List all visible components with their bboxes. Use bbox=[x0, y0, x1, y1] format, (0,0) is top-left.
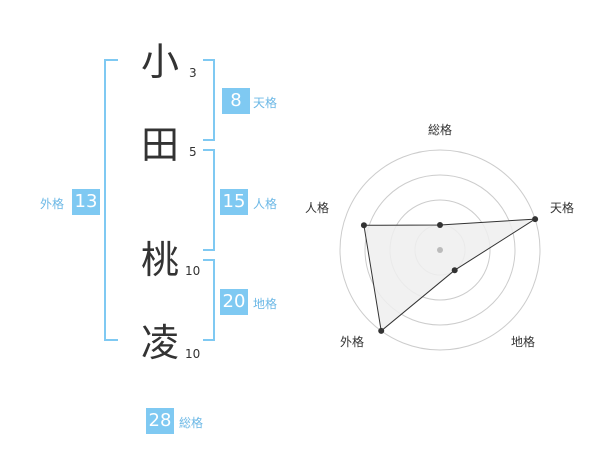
name-char-1: 小 bbox=[140, 40, 179, 84]
name-char-3: 桃 bbox=[140, 238, 179, 282]
gaikaku-value: 13 bbox=[72, 189, 100, 215]
axis-label-chikaku: 地格 bbox=[511, 334, 535, 349]
stroke-count-2: 5 bbox=[189, 145, 197, 159]
stroke-count-3: 10 bbox=[185, 264, 201, 278]
radar-points bbox=[360, 216, 539, 334]
axis-label-jinkaku: 人格 bbox=[305, 200, 329, 215]
stroke-count-1: 3 bbox=[189, 66, 197, 80]
tenkaku-value: 8 bbox=[222, 88, 250, 114]
tenkaku-label: 天格 bbox=[253, 96, 278, 110]
stroke-count-4: 10 bbox=[185, 347, 201, 361]
soukaku-label: 総格 bbox=[179, 416, 204, 430]
soukaku-value: 28 bbox=[146, 408, 174, 434]
radar-ring bbox=[364, 174, 516, 326]
jinkaku-label: 人格 bbox=[253, 197, 278, 211]
radar-point bbox=[378, 327, 385, 334]
radar-point bbox=[360, 222, 367, 229]
axis-label-soukaku: 総格 bbox=[428, 122, 452, 137]
radar-area bbox=[363, 218, 536, 332]
radar-center-dot bbox=[437, 247, 443, 253]
jinkaku-value: 15 bbox=[220, 189, 248, 215]
tenkaku-bracket bbox=[203, 59, 215, 141]
radar-point bbox=[451, 267, 458, 274]
gaikaku-label: 外格 bbox=[40, 197, 65, 211]
name-char-2: 田 bbox=[140, 123, 179, 167]
name-char-4: 凌 bbox=[140, 321, 179, 365]
axis-label-gaikaku: 外格 bbox=[340, 334, 364, 349]
axis-label-tenkaku: 天格 bbox=[550, 200, 574, 215]
radar-point bbox=[532, 216, 539, 223]
radar-ring bbox=[339, 149, 541, 351]
chikaku-label: 地格 bbox=[253, 297, 278, 311]
gaikaku-bracket bbox=[104, 59, 118, 341]
radar-point bbox=[437, 222, 443, 228]
radar-chart: 総格 天格 地格 外格 人格 bbox=[305, 122, 574, 351]
chikaku-value: 20 bbox=[220, 289, 248, 315]
jinkaku-bracket bbox=[203, 149, 215, 251]
chikaku-bracket bbox=[203, 259, 215, 341]
